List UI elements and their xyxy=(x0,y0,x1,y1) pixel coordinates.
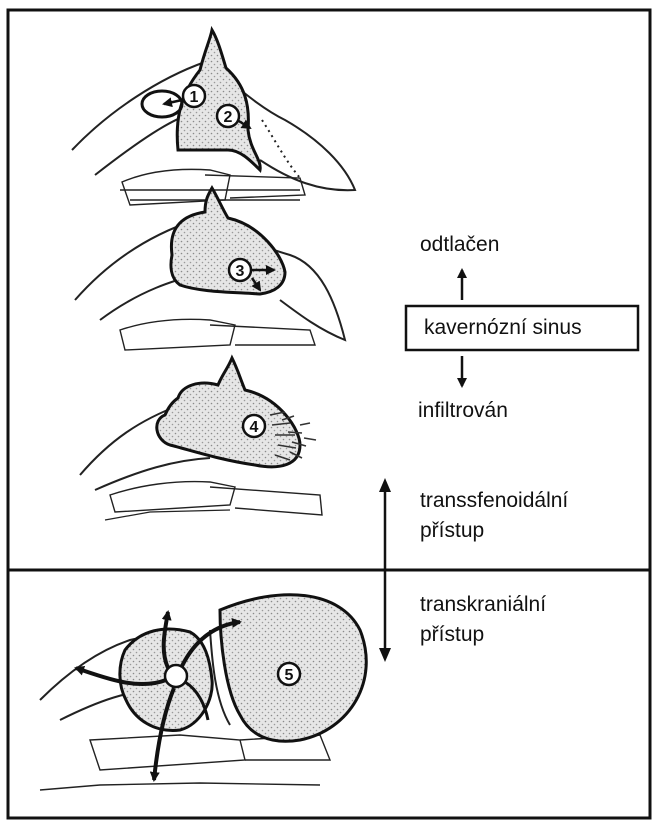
label-cavernous-sinus: kavernózní sinus xyxy=(424,315,582,341)
marker-1: 1 xyxy=(183,85,205,107)
marker-2: 2 xyxy=(217,105,239,127)
stage-3-illustration xyxy=(80,358,322,520)
svg-text:1: 1 xyxy=(190,89,199,106)
marker-3: 3 xyxy=(229,259,251,281)
svg-text:2: 2 xyxy=(224,109,233,126)
marker-5: 5 xyxy=(278,663,300,685)
stage-5-illustration xyxy=(40,595,366,790)
stage-1-illustration xyxy=(72,30,355,205)
label-transsphenoidal-line2: přístup xyxy=(420,518,484,544)
label-displaced: odtlačen xyxy=(420,232,499,258)
stage-2-illustration xyxy=(75,188,345,350)
label-transcranial-line2: přístup xyxy=(420,622,484,648)
approach-arrow-top-head xyxy=(379,478,391,492)
label-transsphenoidal-line1: transsfenoidální xyxy=(420,488,568,514)
svg-text:3: 3 xyxy=(236,263,245,280)
approach-arrow-bottom-head xyxy=(379,648,391,662)
marker-4: 4 xyxy=(243,415,265,437)
svg-text:4: 4 xyxy=(250,419,259,436)
svg-text:5: 5 xyxy=(285,667,294,684)
label-transcranial-line1: transkraniální xyxy=(420,592,546,618)
label-infiltrated: infiltrován xyxy=(418,398,508,424)
